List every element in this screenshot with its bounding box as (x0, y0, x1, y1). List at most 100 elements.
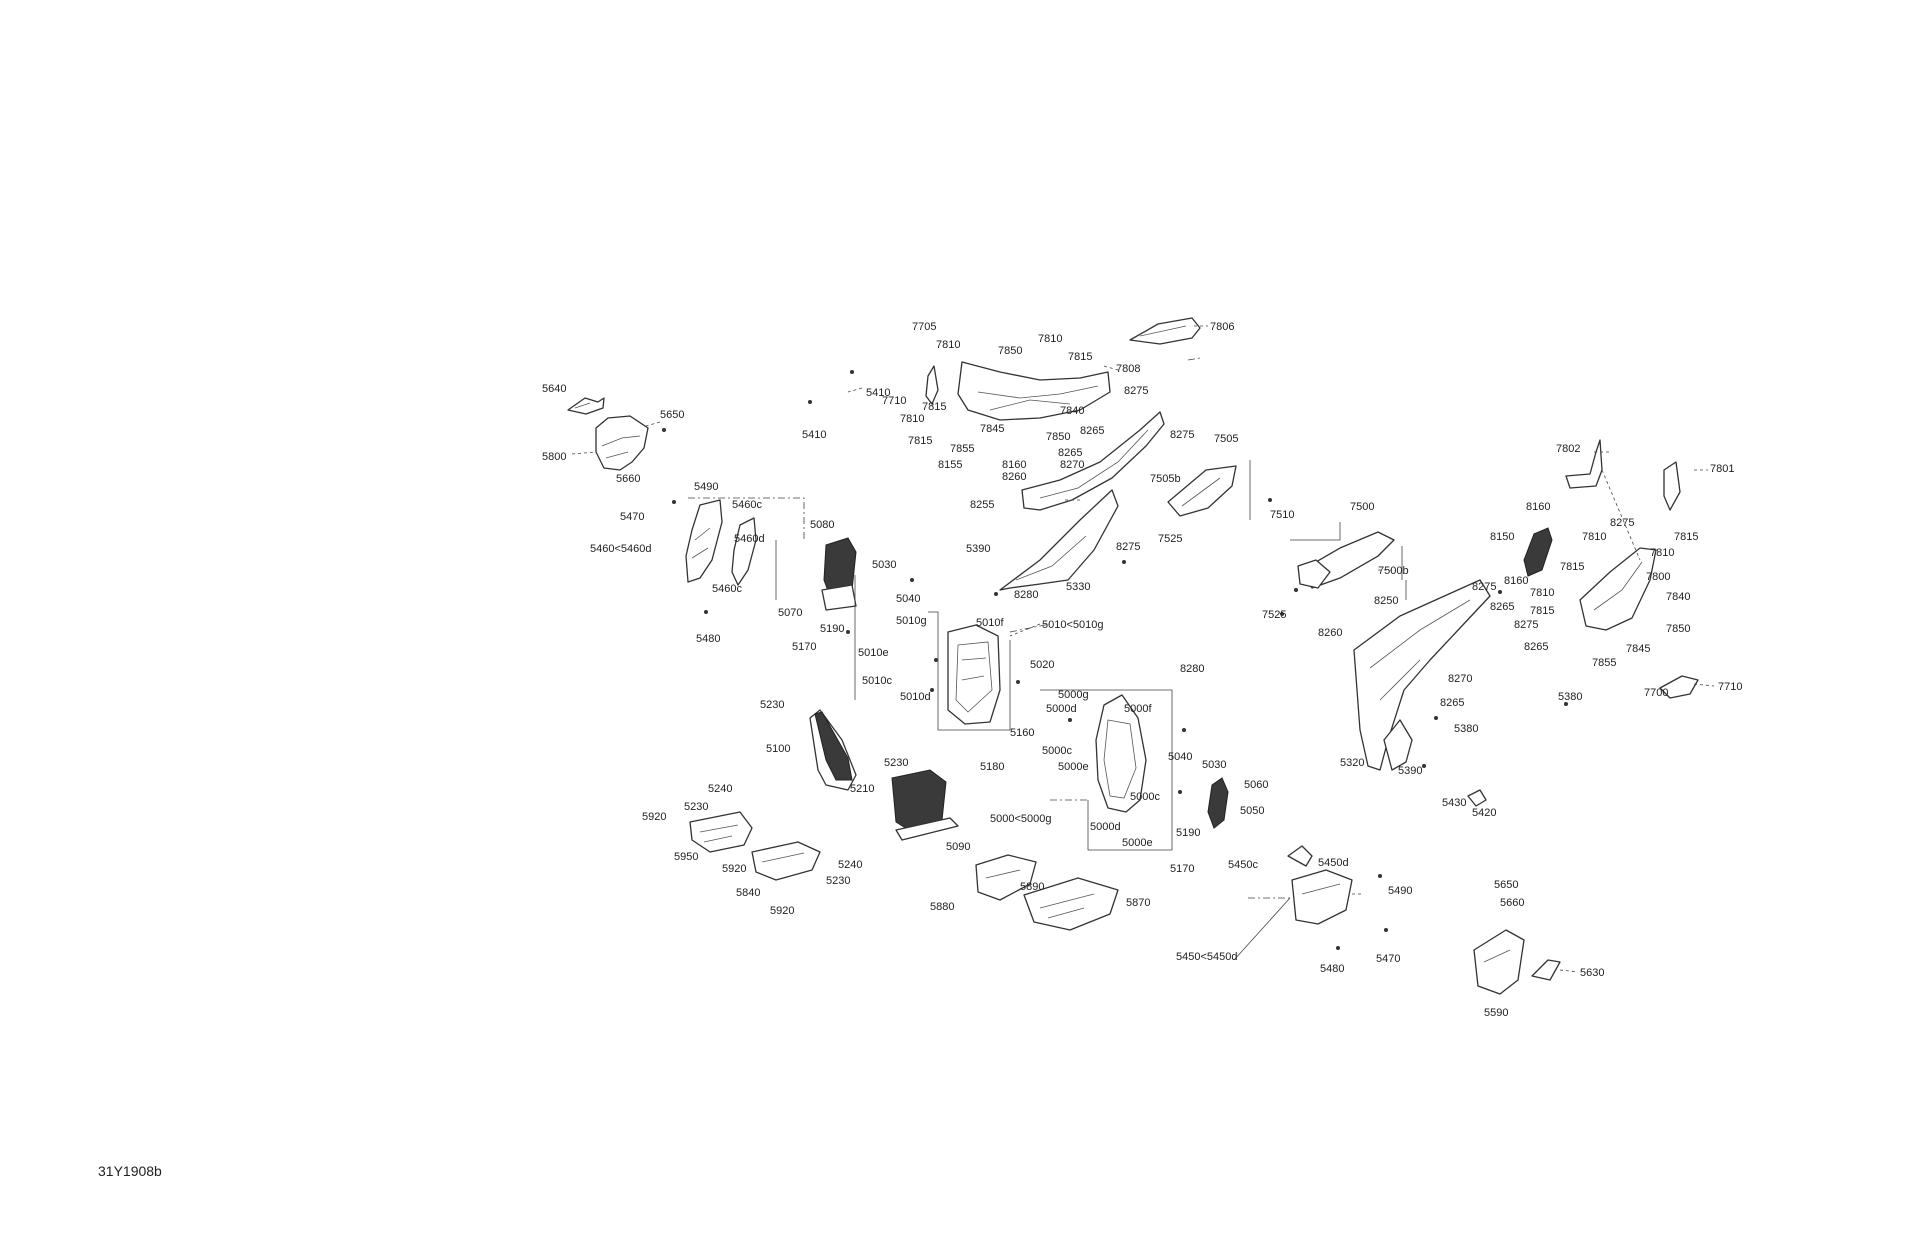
callout: 7525 (1158, 533, 1182, 545)
part-5450 (1287, 845, 1353, 925)
callout: 5240 (708, 783, 732, 795)
callout: 7850 (1046, 431, 1070, 443)
callout: 5920 (642, 811, 666, 823)
part-5640 (567, 397, 605, 415)
callout: 5320 (1340, 757, 1364, 769)
callout: 8275 (1472, 581, 1496, 593)
callout: 7710 (1718, 681, 1742, 693)
callout: 5170 (1170, 863, 1194, 875)
callout: 5230 (884, 757, 908, 769)
callout: 7510 (1270, 509, 1294, 521)
callout: 8250 (1374, 595, 1398, 607)
part-5330 (999, 489, 1119, 591)
part-5630 (1531, 959, 1561, 981)
callout: 5650 (1494, 879, 1518, 891)
callout: 7705 (912, 321, 936, 333)
callout: 7810 (1038, 333, 1062, 345)
callout: 5030 (872, 559, 896, 571)
callout: 5480 (1320, 963, 1344, 975)
callout: 5040 (1168, 751, 1192, 763)
callout: 7500 (1350, 501, 1374, 513)
callout: 7810 (1582, 531, 1606, 543)
callout-labels: 5640 5650 5800 5660 5490 5470 5460c 5460… (542, 321, 1742, 1019)
part-8255-console (1021, 411, 1165, 511)
callout: 5800 (542, 451, 566, 463)
callout: 7855 (950, 443, 974, 455)
callout: 7840 (1060, 405, 1084, 417)
callout: 7815 (908, 435, 932, 447)
callout: 5000f (1124, 703, 1152, 715)
callout: 5230 (684, 801, 708, 813)
callout: 5840 (736, 887, 760, 899)
callout: 5380 (1558, 691, 1582, 703)
callout: 7808 (1116, 363, 1140, 375)
callout: 5390 (1398, 765, 1422, 777)
callout: 5890 (1020, 881, 1044, 893)
callout: 5390 (966, 543, 990, 555)
callout: 7845 (980, 423, 1004, 435)
callout: 5190 (1176, 827, 1200, 839)
callout: 5640 (542, 383, 566, 395)
callout: 5040 (896, 593, 920, 605)
part-7802 (1565, 439, 1603, 489)
callout: 5230 (760, 699, 784, 711)
part-5000-frame (1095, 694, 1147, 813)
callout: 5020 (1030, 659, 1054, 671)
callout: 8160 (1002, 459, 1026, 471)
callout: 7815 (1068, 351, 1092, 363)
callout: 5450d (1318, 857, 1349, 869)
callout: 5470 (1376, 953, 1400, 965)
part-5870 (1023, 877, 1119, 931)
part-7801 (1663, 461, 1681, 511)
callout: 5030 (1202, 759, 1226, 771)
callout: 5480 (696, 633, 720, 645)
callout: 5420 (1472, 807, 1496, 819)
callout: 5950 (674, 851, 698, 863)
part-7800 (1579, 547, 1657, 631)
callout: 5470 (620, 511, 644, 523)
callout: 5490 (1388, 885, 1412, 897)
callout: 5460d (734, 533, 765, 545)
callout: 5090 (946, 841, 970, 853)
callout: 5050 (1240, 805, 1264, 817)
callout: 7815 (1560, 561, 1584, 573)
callout: 8265 (1490, 601, 1514, 613)
callout: 5060 (1244, 779, 1268, 791)
callout: 8260 (1002, 471, 1026, 483)
callout: 5330 (1066, 581, 1090, 593)
callout: 7845 (1626, 643, 1650, 655)
callout: 5590 (1484, 1007, 1508, 1019)
part-5050-grille (1207, 777, 1229, 829)
callout: 5070 (778, 607, 802, 619)
callout: 5430 (1442, 797, 1466, 809)
part-5320 (1383, 719, 1413, 771)
callout: 5230 (826, 875, 850, 887)
part-7808-dash (957, 361, 1111, 421)
part-5800-5660 (595, 415, 649, 471)
callout: 5210 (850, 783, 874, 795)
callout: 7710 (882, 395, 906, 407)
callout: 8275 (1124, 385, 1148, 397)
callout: 5010d (900, 691, 931, 703)
callout: 5460<5460d (590, 543, 651, 555)
callout: 5380 (1454, 723, 1478, 735)
callout: 7850 (998, 345, 1022, 357)
fasteners (662, 370, 1568, 950)
part-7705 (925, 365, 939, 405)
part-5460 (685, 499, 757, 586)
callout: 8280 (1014, 589, 1038, 601)
callout: 5100 (766, 743, 790, 755)
part-5840 (751, 841, 821, 881)
part-7700 (1659, 675, 1699, 699)
callout: 8160 (1504, 575, 1528, 587)
callout: 5010g (896, 615, 927, 627)
callout: 8275 (1610, 517, 1634, 529)
callout: 5410 (866, 387, 890, 399)
callout: 5000c (1042, 745, 1072, 757)
callout: 5870 (1126, 897, 1150, 909)
callout: 8275 (1170, 429, 1194, 441)
callout: 8270 (1448, 673, 1472, 685)
part-8160-mesh (1523, 527, 1553, 577)
callout: 7815 (1530, 605, 1554, 617)
callout: 5450c (1228, 859, 1258, 871)
